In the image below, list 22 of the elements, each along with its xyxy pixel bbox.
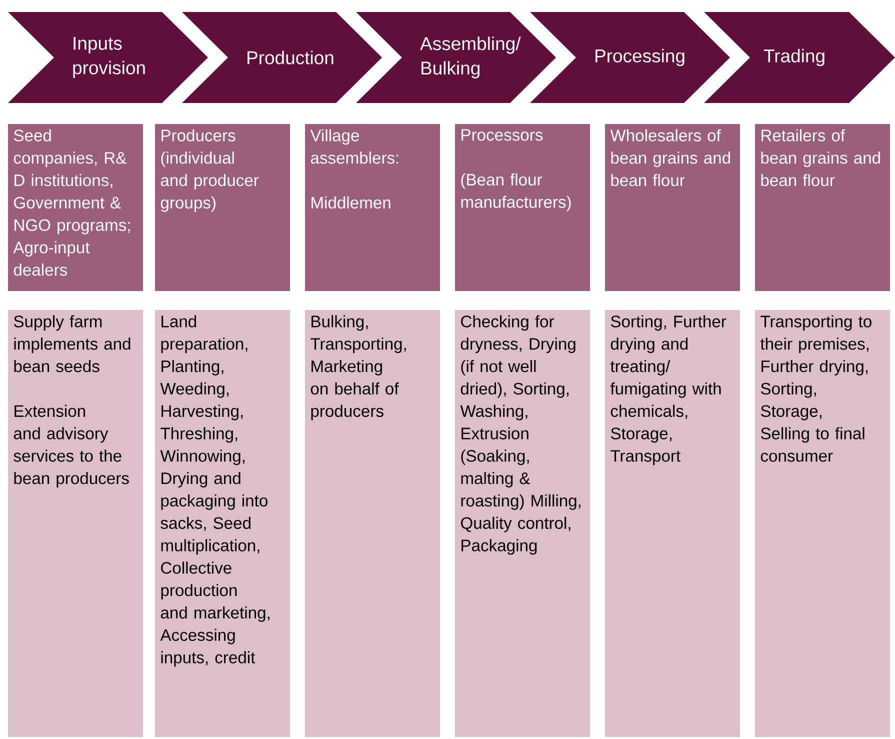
actor-box: Retailers of bean grains and bean flour xyxy=(755,124,890,291)
stage-banner: Trading xyxy=(704,12,895,103)
activity-box: Checking for dryness, Drying (if not well dried), Sorting, Washing, Extrusion (Soaking, malting & roasting) Milling, Quality control, Packaging xyxy=(455,310,590,737)
node-label: Processing xyxy=(596,48,684,66)
stage-banner: Production xyxy=(182,12,382,103)
node-label: Production xyxy=(248,50,334,64)
stage-banner: Assembling/ Bulking xyxy=(356,12,556,103)
actor-box: Village assemblers: Middlemen xyxy=(305,124,440,291)
activity-box: Sorting, Further drying and treating/ fumigating with chemicals, Storage, Transport xyxy=(605,310,740,737)
stage-banner: Processing xyxy=(530,12,730,103)
node-label: Assembling/ Bulking xyxy=(420,36,521,78)
node-label: Inputs provision xyxy=(73,36,145,78)
activity-box: Transporting to their premises, Further drying, Sorting, Storage, Selling to final consumer xyxy=(755,310,890,737)
activity-box: Bulking, Transporting, Marketing on behalf of producers xyxy=(305,310,440,737)
actor-box: Processors (Bean flour manufacturers) xyxy=(455,124,590,291)
actor-box: Wholesalers of bean grains and bean flour xyxy=(605,124,740,291)
stage-banner: Inputs provision xyxy=(8,12,208,103)
actor-box: Producers (individual and producer groups) xyxy=(155,124,290,291)
activity-box: Supply farm implements and bean seeds Extension and advisory services to the bean producers xyxy=(8,310,143,737)
actor-box: Seed companies, R& D institutions, Government & NGO programs; Agro-input dealers xyxy=(8,124,143,291)
node-label: Trading xyxy=(764,48,824,66)
activity-box: Land preparation, Planting, Weeding, Harvesting, Threshing, Winnowing, Drying and packaging into sacks, Seed multiplication, Collective production and marketing, Accessing inputs, credit xyxy=(155,310,290,737)
